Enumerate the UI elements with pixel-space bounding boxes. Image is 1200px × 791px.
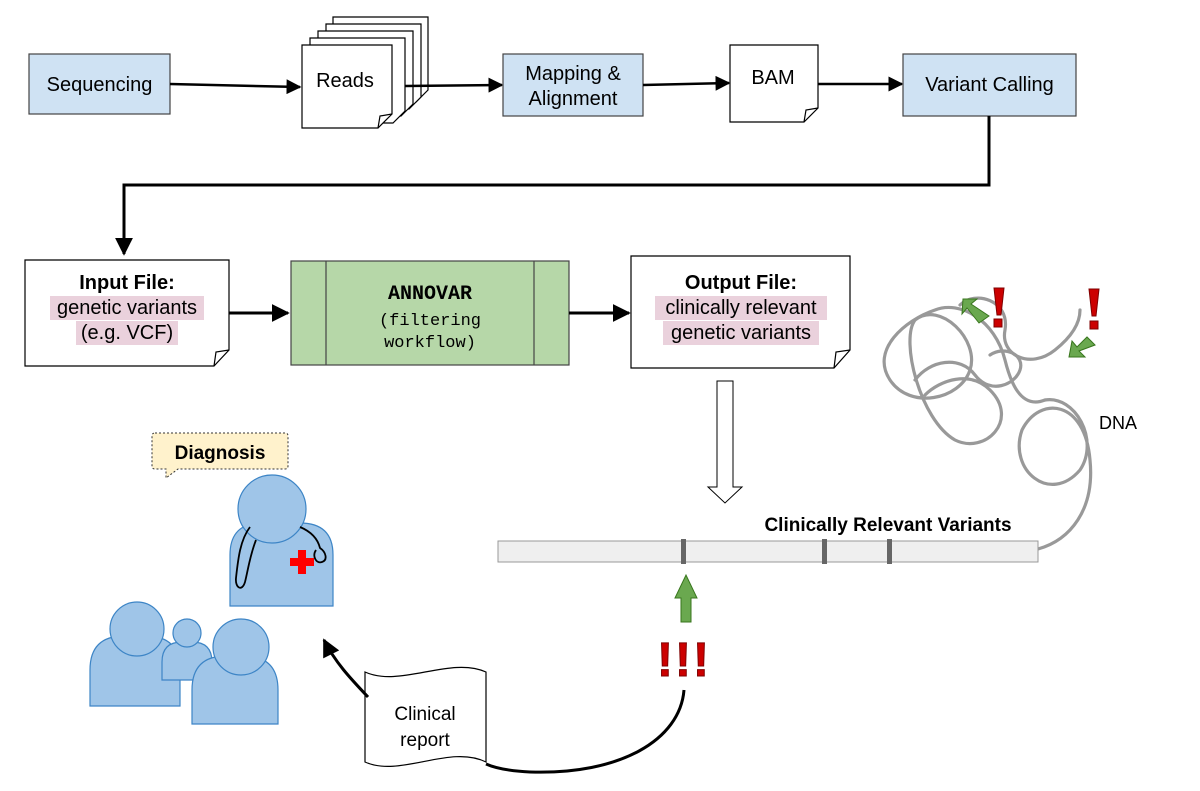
- annovar-line1: (filtering: [379, 312, 481, 331]
- stethoscope-icon: [235, 526, 327, 589]
- diagnosis-callout: Diagnosis: [151, 432, 289, 479]
- variant-track: [497, 540, 1039, 563]
- input-file-line2: (e.g. VCF): [81, 322, 173, 344]
- variant-calling-box: Variant Calling: [902, 53, 1077, 117]
- mapping-alignment-box: Mapping & Alignment: [502, 53, 644, 117]
- dna-alert-mark-2: [1088, 288, 1100, 330]
- patient-adult-right: [191, 618, 279, 725]
- variant-marker-3: [887, 539, 892, 564]
- arrow-sequencing-to-reads: [169, 79, 302, 95]
- reads-document-stack: Reads: [301, 16, 429, 129]
- bam-document: BAM: [729, 44, 819, 123]
- annovar-line2: workflow): [384, 334, 476, 353]
- input-file-line1: genetic variants: [57, 297, 197, 319]
- reads-label: Reads: [316, 70, 374, 92]
- variant-marker-2: [822, 539, 827, 564]
- patient-adult-left: [89, 601, 181, 707]
- variant-marker-1: [681, 539, 686, 564]
- report-line1: Clinical: [394, 704, 455, 725]
- bam-label: BAM: [751, 67, 794, 89]
- output-highlight-1: [655, 296, 827, 320]
- output-file-line1: clinically relevant: [665, 297, 817, 319]
- red-cross-icon: [290, 550, 314, 574]
- output-highlight-2: [663, 321, 819, 345]
- output-file-line2: genetic variants: [671, 322, 811, 344]
- annovar-process-box: ANNOVAR (filtering workflow): [290, 260, 570, 366]
- output-file-title: Output File:: [685, 272, 797, 294]
- input-highlight-2: [76, 321, 178, 345]
- input-file-document: Input File: genetic variants (e.g. VCF): [24, 259, 230, 367]
- arrow-report-to-doctor: [322, 638, 370, 699]
- dna-green-arrow-1: [961, 298, 990, 324]
- sequencing-box: Sequencing: [28, 53, 171, 115]
- mapping-label-line1: Mapping &: [525, 63, 621, 85]
- input-highlight-1: [50, 296, 204, 320]
- connector-alert-to-report: [485, 689, 686, 774]
- mapping-label-line2: Alignment: [529, 88, 618, 110]
- annovar-title: ANNOVAR: [388, 283, 472, 306]
- input-file-title: Input File:: [79, 272, 175, 294]
- variants-label: Clinically Relevant Variants: [764, 515, 1011, 536]
- report-line2: report: [400, 730, 450, 751]
- variant-green-up-arrow: [674, 573, 698, 623]
- hollow-down-arrow: [706, 380, 744, 504]
- dna-strand: [882, 296, 1093, 551]
- dna-alert-mark-1: [993, 287, 1005, 328]
- arrow-reads-to-mapping: [404, 77, 504, 93]
- doctor-icon: [229, 474, 334, 607]
- connector-variant-calling-to-input: [115, 116, 991, 256]
- dna-label: DNA: [1099, 413, 1137, 433]
- diagnosis-label: Diagnosis: [175, 443, 266, 464]
- dna-green-arrow-2: [1068, 336, 1096, 358]
- patients-group-icon: [89, 601, 279, 725]
- variant-alert-marks: !!!: [657, 634, 711, 687]
- clinical-report-document: Clinical report: [364, 666, 487, 767]
- arrow-mapping-to-bam: [642, 75, 731, 91]
- output-file-document: Output File: clinically relevant genetic…: [630, 255, 851, 369]
- sequencing-label: Sequencing: [47, 74, 153, 96]
- variant-calling-label: Variant Calling: [925, 74, 1054, 96]
